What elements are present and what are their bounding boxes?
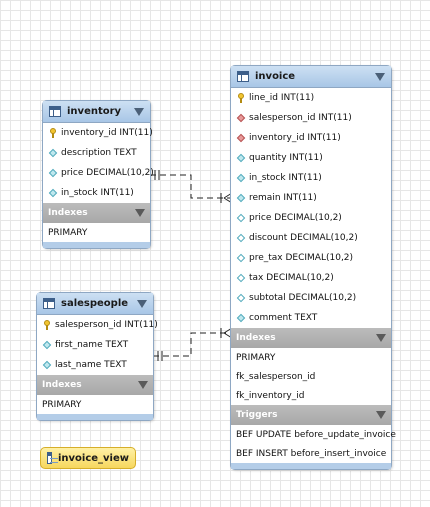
column-row[interactable]: pre_tax DECIMAL(10,2) [231,248,391,268]
trigger-row[interactable]: BEF UPDATE before_update_invoice [236,429,396,440]
index-row[interactable]: PRIMARY [236,352,276,363]
index-row[interactable]: PRIMARY [48,227,88,238]
column-row[interactable]: discount DECIMAL(10,2) [231,228,391,248]
column-row[interactable]: salesperson_id INT(11) [37,315,158,335]
table-header[interactable]: inventory [43,101,150,123]
nullable-column-diamond-icon [236,253,246,263]
column-row[interactable]: last_name TEXT [37,355,153,375]
table-title: salespeople [61,298,129,309]
indexes-section-header[interactable]: Indexes [37,375,153,395]
column-label: remain INT(11) [249,193,317,203]
column-label: salesperson_id INT(11) [55,320,158,330]
table-footer [37,414,153,420]
column-label: comment TEXT [249,313,318,323]
triggers-section-header[interactable]: Triggers [231,405,391,425]
table-icon [43,298,55,309]
table-icon [49,106,61,117]
nullable-column-diamond-icon [236,233,246,243]
table-title: inventory [67,106,122,117]
foreign-key-diamond-icon [236,133,246,143]
table-footer [43,242,150,248]
nullable-column-diamond-icon [236,273,246,283]
primary-key-icon [236,93,246,103]
indexes-section-header[interactable]: Indexes [43,203,150,223]
column-row[interactable]: description TEXT [43,143,150,163]
foreign-key-diamond-icon [236,113,246,123]
column-label: in_stock INT(11) [61,188,134,198]
table-salespeople[interactable]: salespeople salesperson_id INT(11) first… [36,292,158,421]
inventory-invoice-relation[interactable] [150,174,232,199]
column-row[interactable]: in_stock INT(11) [43,183,150,203]
column-diamond-icon [42,360,52,370]
column-row[interactable]: first_name TEXT [37,335,153,355]
table-header[interactable]: salespeople [37,293,153,315]
column-label: tax DECIMAL(10,2) [249,273,334,283]
index-row[interactable]: fk_salesperson_id [236,371,316,382]
column-row[interactable]: remain INT(11) [231,188,391,208]
section-label: Indexes [42,380,82,390]
column-label: subtotal DECIMAL(10,2) [249,293,357,303]
table-invoice[interactable]: invoice line_id INT(11) salesperson_id I… [230,65,396,470]
column-label: description TEXT [61,148,137,158]
column-row[interactable]: quantity INT(11) [231,148,391,168]
column-label: inventory_id INT(11) [249,133,341,143]
column-row[interactable]: in_stock INT(11) [231,168,391,188]
view-invoice-view[interactable]: invoice_view [40,447,136,469]
column-label: price DECIMAL(10,2) [249,213,342,223]
column-label: salesperson_id INT(11) [249,113,352,123]
column-label: price DECIMAL(10,2) [61,168,154,178]
indexes-section-header[interactable]: Indexes [231,328,391,348]
column-row[interactable]: price DECIMAL(10,2) [231,208,391,228]
nullable-column-diamond-icon [236,213,246,223]
column-row[interactable]: inventory_id INT(11) [43,123,153,143]
column-row[interactable]: tax DECIMAL(10,2) [231,268,391,288]
column-row[interactable]: line_id INT(11) [231,88,391,108]
column-diamond-icon [236,173,246,183]
salespeople-invoice-relation[interactable] [153,332,232,357]
column-label: last_name TEXT [55,360,127,370]
collapse-caret-icon[interactable] [376,334,386,342]
column-diamond-icon [48,168,58,178]
column-label: line_id INT(11) [249,93,315,103]
column-diamond-icon [42,340,52,350]
column-label: quantity INT(11) [249,153,323,163]
column-diamond-icon [236,153,246,163]
table-icon [237,71,249,82]
index-row[interactable]: PRIMARY [42,399,82,410]
section-label: Indexes [48,208,88,218]
section-label: Triggers [236,410,278,420]
column-row[interactable]: price DECIMAL(10,2) [43,163,154,183]
column-diamond-icon [236,193,246,203]
column-row[interactable]: subtotal DECIMAL(10,2) [231,288,391,308]
nullable-column-diamond-icon [236,293,246,303]
column-diamond-icon [48,188,58,198]
collapse-caret-icon[interactable] [376,411,386,419]
column-label: pre_tax DECIMAL(10,2) [249,253,354,263]
collapse-caret-icon[interactable] [135,209,145,217]
column-diamond-icon [48,148,58,158]
section-label: Indexes [236,333,276,343]
column-label: inventory_id INT(11) [61,128,153,138]
column-label: first_name TEXT [55,340,129,350]
primary-key-icon [48,128,58,138]
column-row[interactable]: salesperson_id INT(11) [231,108,391,128]
view-icon [47,452,58,464]
column-diamond-icon [236,313,246,323]
table-title: invoice [255,71,296,82]
collapse-caret-icon[interactable] [138,381,148,389]
table-header[interactable]: invoice [231,66,391,88]
column-label: discount DECIMAL(10,2) [249,233,358,243]
column-row[interactable]: comment TEXT [231,308,391,328]
table-inventory[interactable]: inventory inventory_id INT(11) descripti… [42,100,154,249]
collapse-caret-icon[interactable] [134,107,144,116]
collapse-caret-icon[interactable] [137,299,147,308]
primary-key-icon [42,320,52,330]
column-row[interactable]: inventory_id INT(11) [231,128,391,148]
view-title: invoice_view [57,452,129,464]
trigger-row[interactable]: BEF INSERT before_insert_invoice [236,448,387,459]
column-label: in_stock INT(11) [249,173,322,183]
collapse-caret-icon[interactable] [375,72,385,81]
index-row[interactable]: fk_inventory_id [236,390,305,401]
table-footer [231,463,391,469]
